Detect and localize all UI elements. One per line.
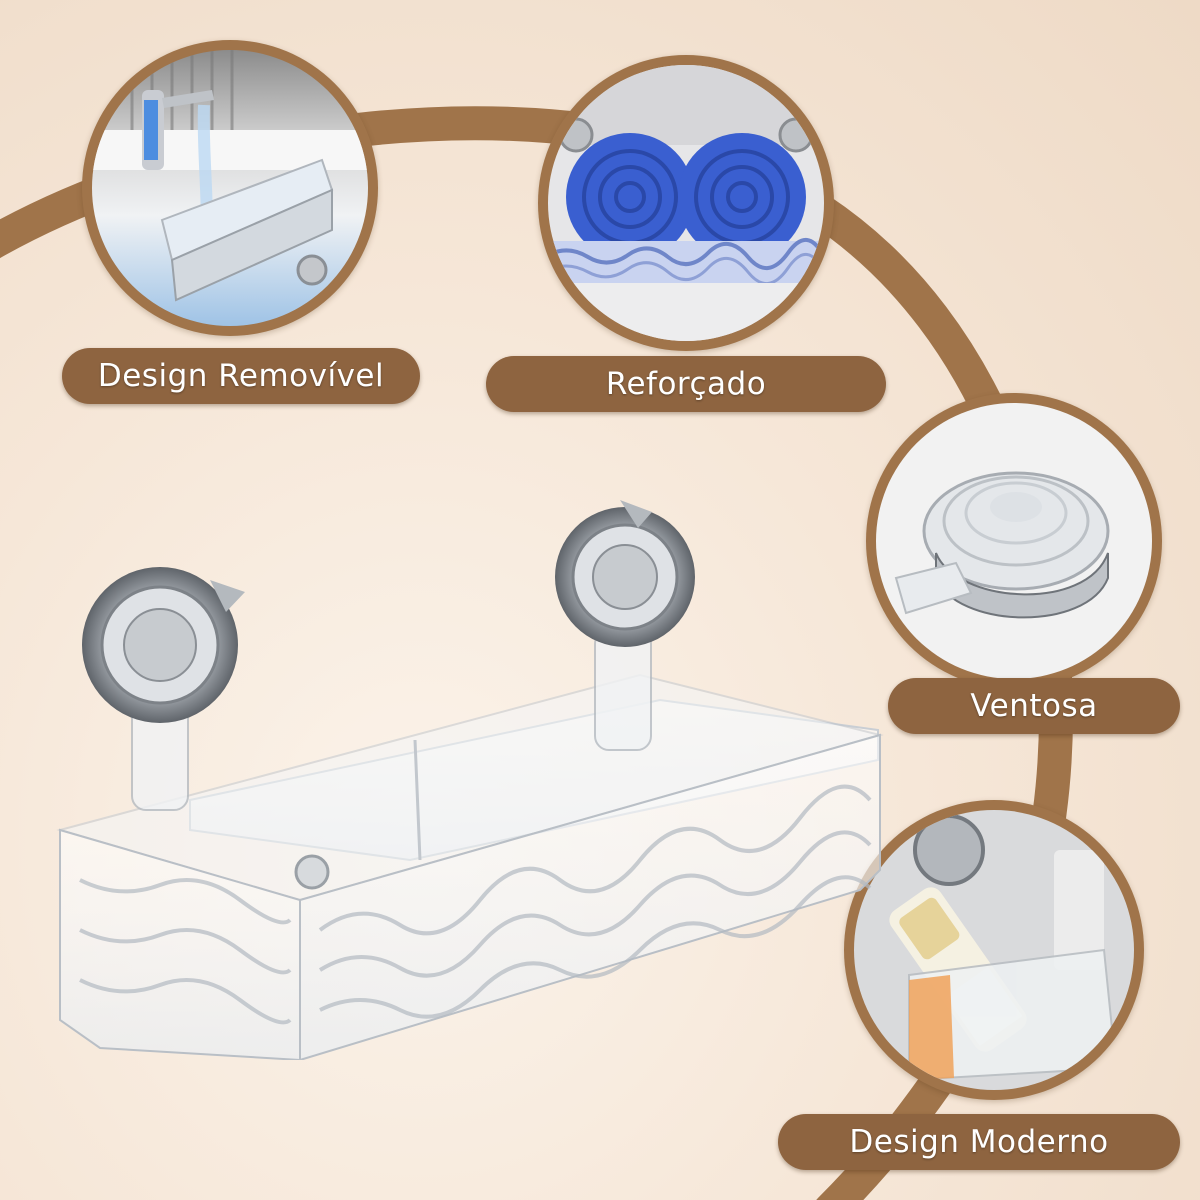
label-ventosa: Ventosa: [888, 678, 1180, 734]
label-reforcado: Reforçado: [486, 356, 886, 412]
feature-image-reinforced: [538, 55, 834, 351]
label-design-removivel: Design Removível: [62, 348, 420, 404]
feature-image-modern: [844, 800, 1144, 1100]
feature-image-suction-cup: [866, 393, 1162, 689]
label-design-moderno: Design Moderno: [778, 1114, 1180, 1170]
product-shelf-image: [56, 500, 884, 1060]
feature-image-removable: [82, 40, 378, 336]
